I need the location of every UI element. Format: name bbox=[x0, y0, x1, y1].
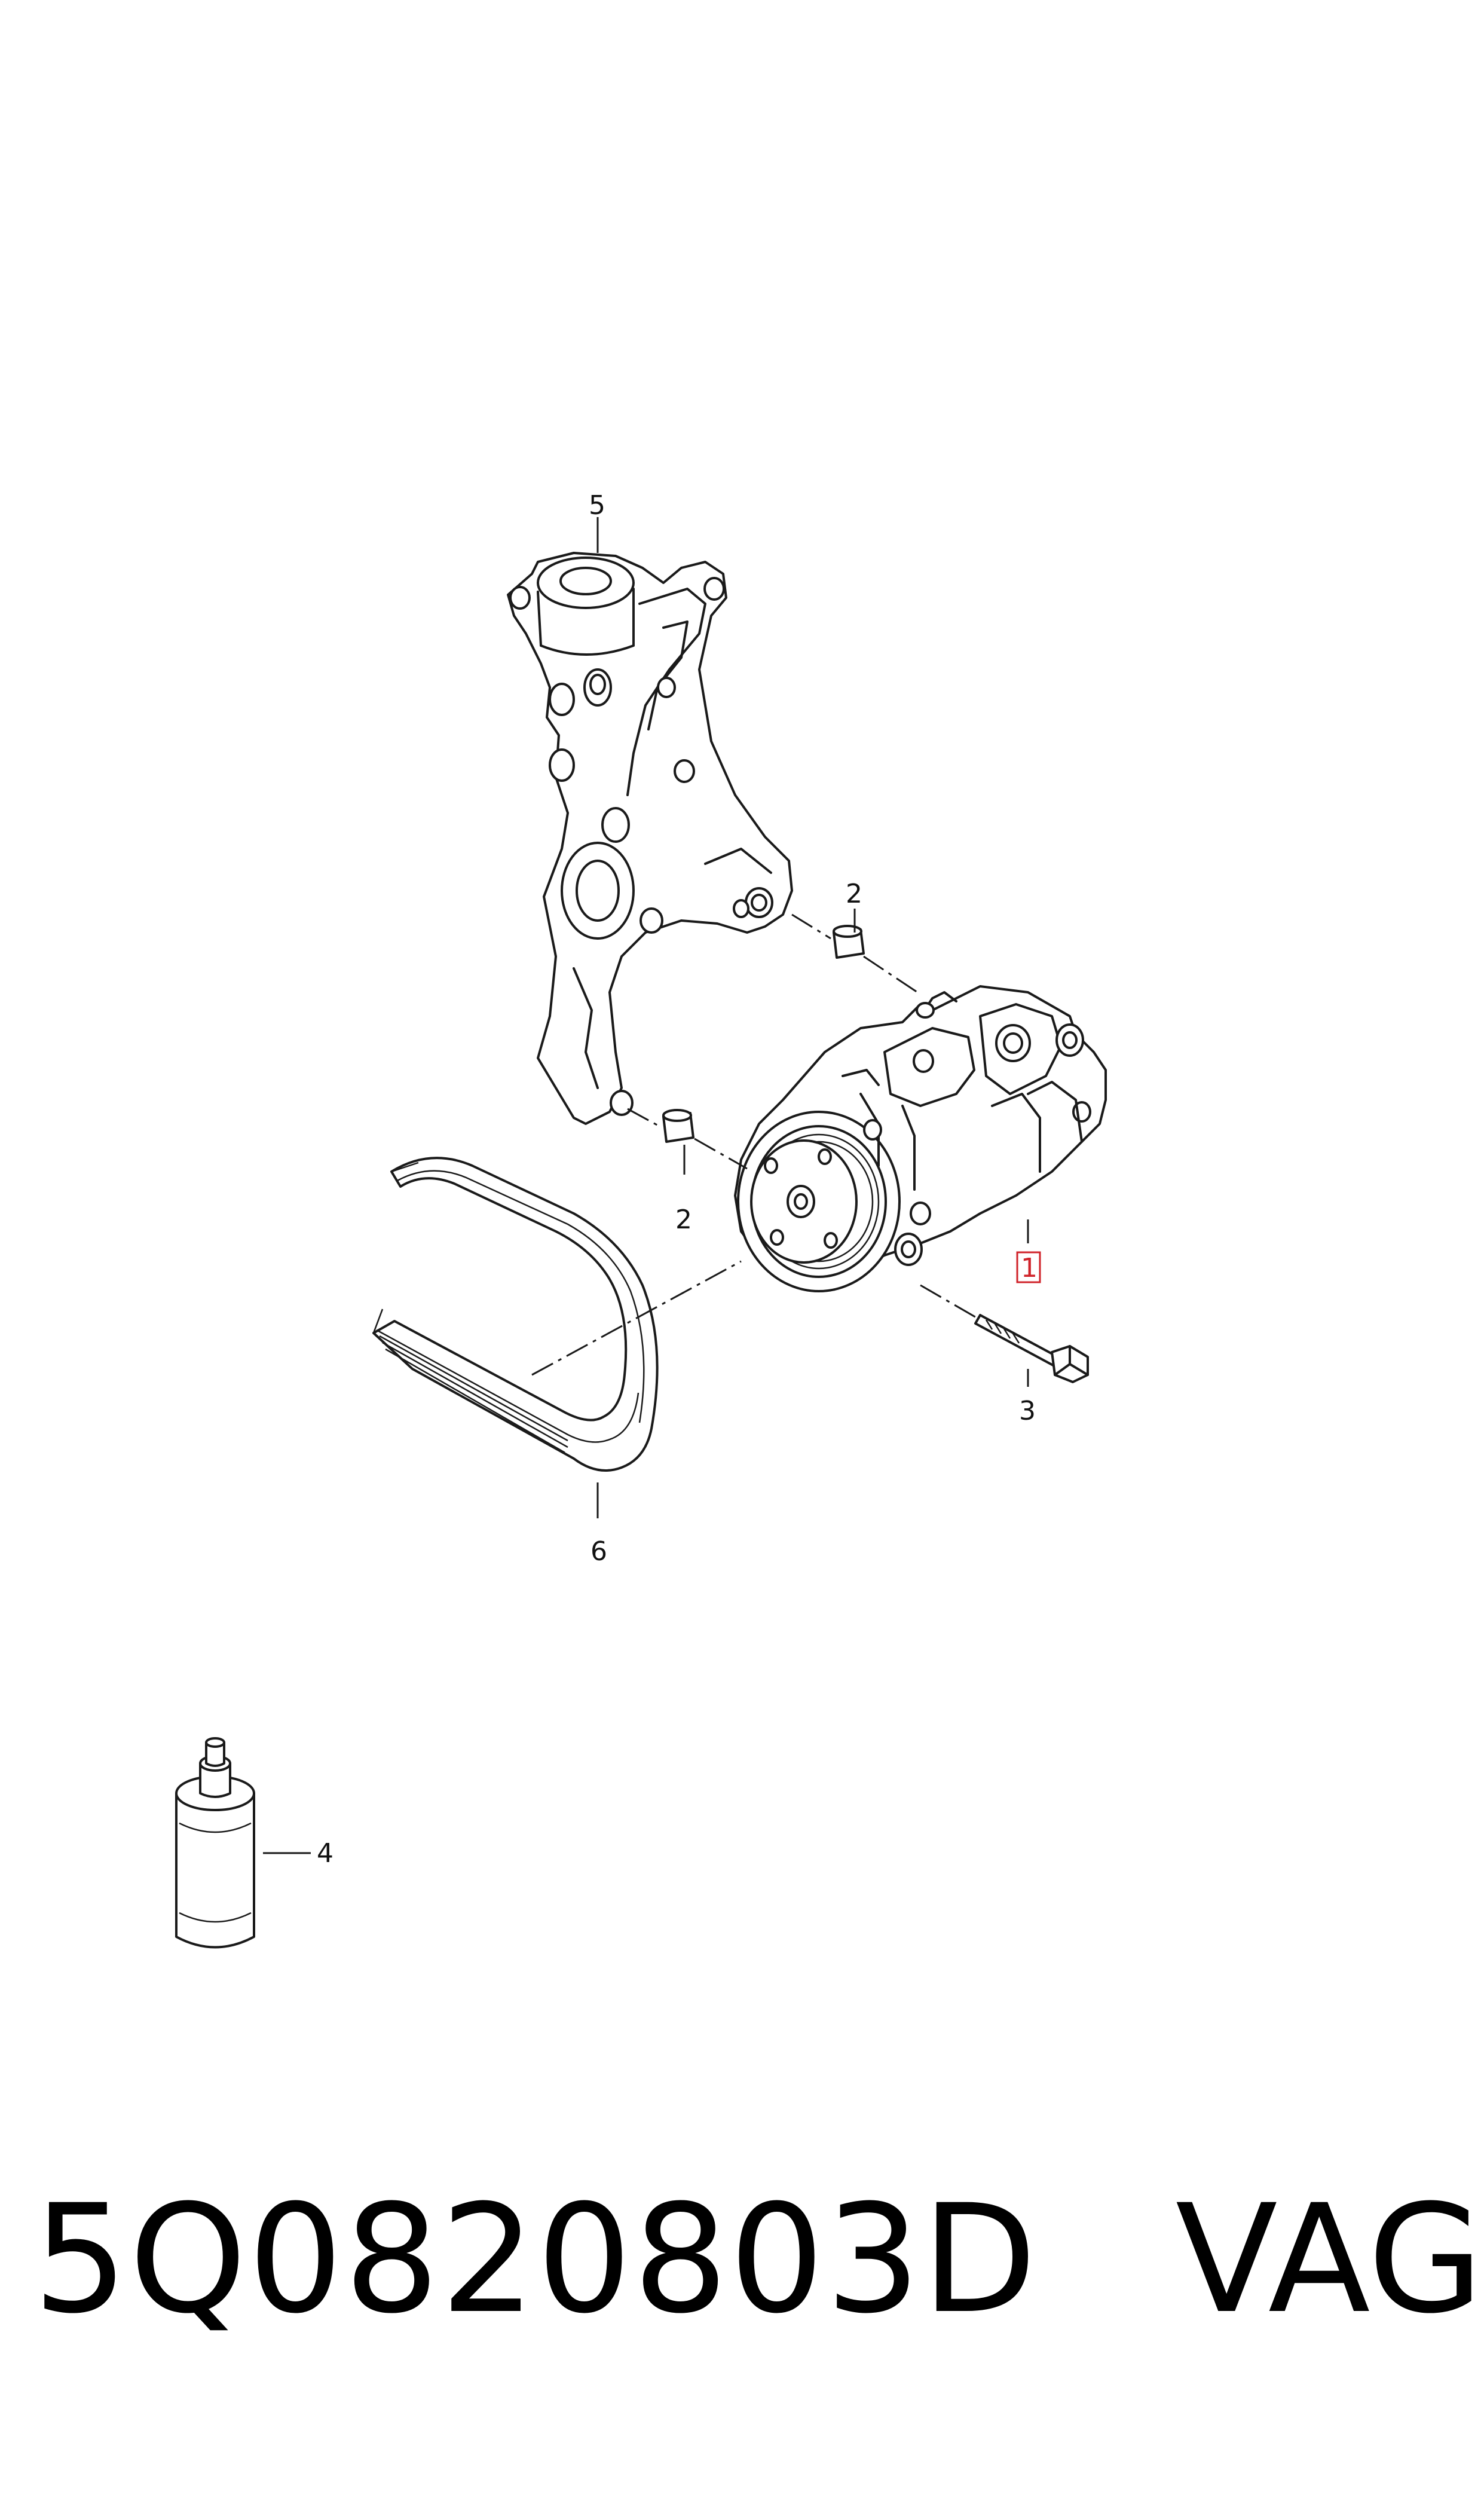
bolt-part-3 bbox=[974, 1314, 1089, 1383]
engine-bracket-part-5 bbox=[507, 552, 793, 1125]
callout-5: 5 bbox=[589, 490, 605, 521]
callout-1: 1 bbox=[1021, 1253, 1038, 1283]
callout-2-upper: 2 bbox=[846, 879, 862, 909]
brand-name: VAG bbox=[1175, 2172, 1484, 2346]
callout-6: 6 bbox=[590, 1536, 607, 1567]
ac-compressor-part-1 bbox=[734, 985, 1107, 1292]
callout-1-highlight-box bbox=[1016, 1251, 1041, 1283]
dowel-sleeve-lower-part-2 bbox=[662, 1109, 694, 1143]
leader-lines bbox=[263, 517, 1029, 1854]
ribbed-belt-part-6 bbox=[372, 1157, 659, 1472]
callout-4: 4 bbox=[317, 1838, 333, 1869]
callout-3: 3 bbox=[1019, 1396, 1036, 1426]
part-number: 5Q0820803D bbox=[33, 2172, 1038, 2346]
dowel-sleeve-upper-part-2 bbox=[833, 925, 865, 959]
footer: 5Q0820803D VAG bbox=[33, 2170, 1483, 2349]
alignment-lines bbox=[531, 913, 978, 1376]
callout-2-lower: 2 bbox=[675, 1204, 692, 1235]
oil-bottle-part-4 bbox=[175, 1737, 255, 1949]
